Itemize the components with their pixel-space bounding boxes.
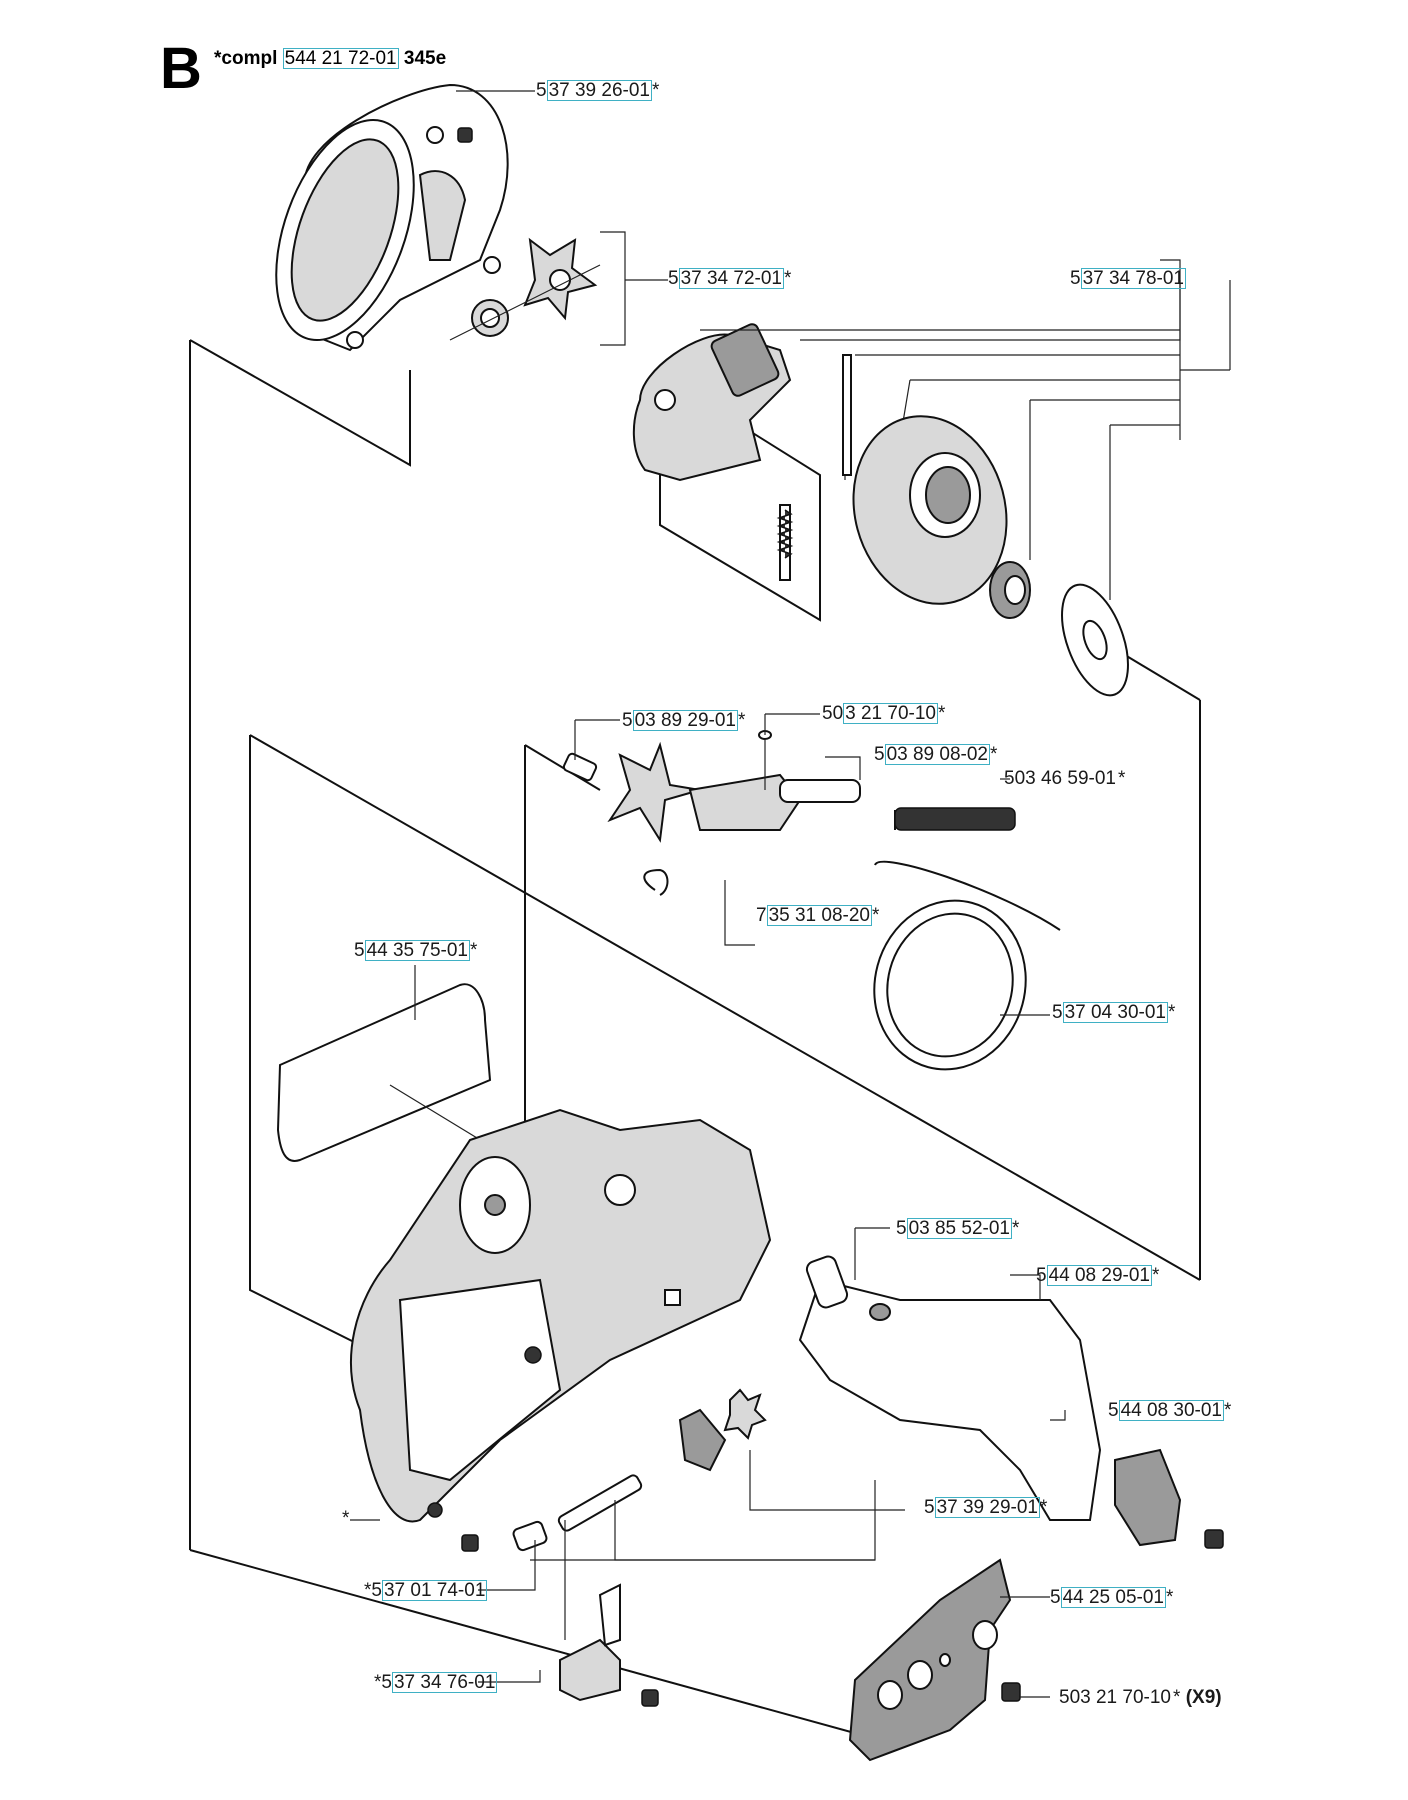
clutch-drum-part [852, 415, 1129, 697]
part-number-link[interactable]: 03 89 08-02 [884, 744, 990, 765]
main-body-part [350, 1108, 772, 1523]
quantity-badge: (X9) [1185, 1687, 1222, 1708]
leader-lines [350, 90, 1066, 1698]
header-model: 345e [403, 48, 447, 69]
part-number-link[interactable]: 03 89 29-01 [632, 710, 738, 731]
part-number-link[interactable]: 37 34 72-01 [678, 268, 784, 289]
callout-503-46-59-01: 503 46 59-01* [1004, 768, 1126, 789]
callout-503-21-70-10-x9: 503 21 70-10* (X9) [1059, 1687, 1222, 1708]
part-number-link[interactable]: 44 08 30-01 [1118, 1400, 1224, 1421]
part-number-link: * [342, 1508, 350, 1529]
brake-handle-part [632, 259, 1231, 600]
part-number-link[interactable]: 503 46 59-01 [1004, 768, 1116, 789]
part-number-link[interactable]: 44 08 29-01 [1046, 1265, 1152, 1286]
part-number-link[interactable]: 03 85 52-01 [906, 1218, 1012, 1239]
middle-parts [562, 730, 1061, 1071]
part-number-link[interactable]: 37 04 30-01 [1062, 1002, 1168, 1023]
decal-part [276, 983, 506, 1162]
header-part-number-link[interactable]: 544 21 72-01 [282, 48, 399, 69]
part-number-link[interactable]: 37 34 76-01 [391, 1672, 498, 1693]
bottom-parts [461, 1520, 1021, 1762]
part-number-link[interactable]: 503 21 70-10 [1059, 1687, 1171, 1708]
part-number-link[interactable]: 44 25 05-01 [1060, 1587, 1166, 1608]
section-letter: B [160, 36, 202, 101]
part-number-link[interactable]: 44 35 75-01 [364, 940, 470, 961]
knob-part [449, 231, 668, 346]
header-prefix: *compl [214, 48, 278, 69]
callout-asterisk: * [340, 1508, 351, 1530]
part-number-link[interactable]: 37 01 74-01 [381, 1580, 488, 1601]
part-number-link[interactable]: 35 31 08-20 [766, 905, 872, 926]
part-number-link[interactable]: 37 39 29-01 [934, 1497, 1040, 1518]
assembly-header: *compl 544 21 72-01 345e [214, 48, 446, 70]
part-number-link[interactable]: 3 21 70-10 [843, 703, 938, 724]
clutch-cover-part [275, 83, 509, 352]
right-parts [512, 1255, 1224, 1561]
part-number-link[interactable]: 37 34 78-01 [1080, 268, 1186, 289]
part-number-link[interactable]: 37 39 26-01 [546, 80, 652, 101]
